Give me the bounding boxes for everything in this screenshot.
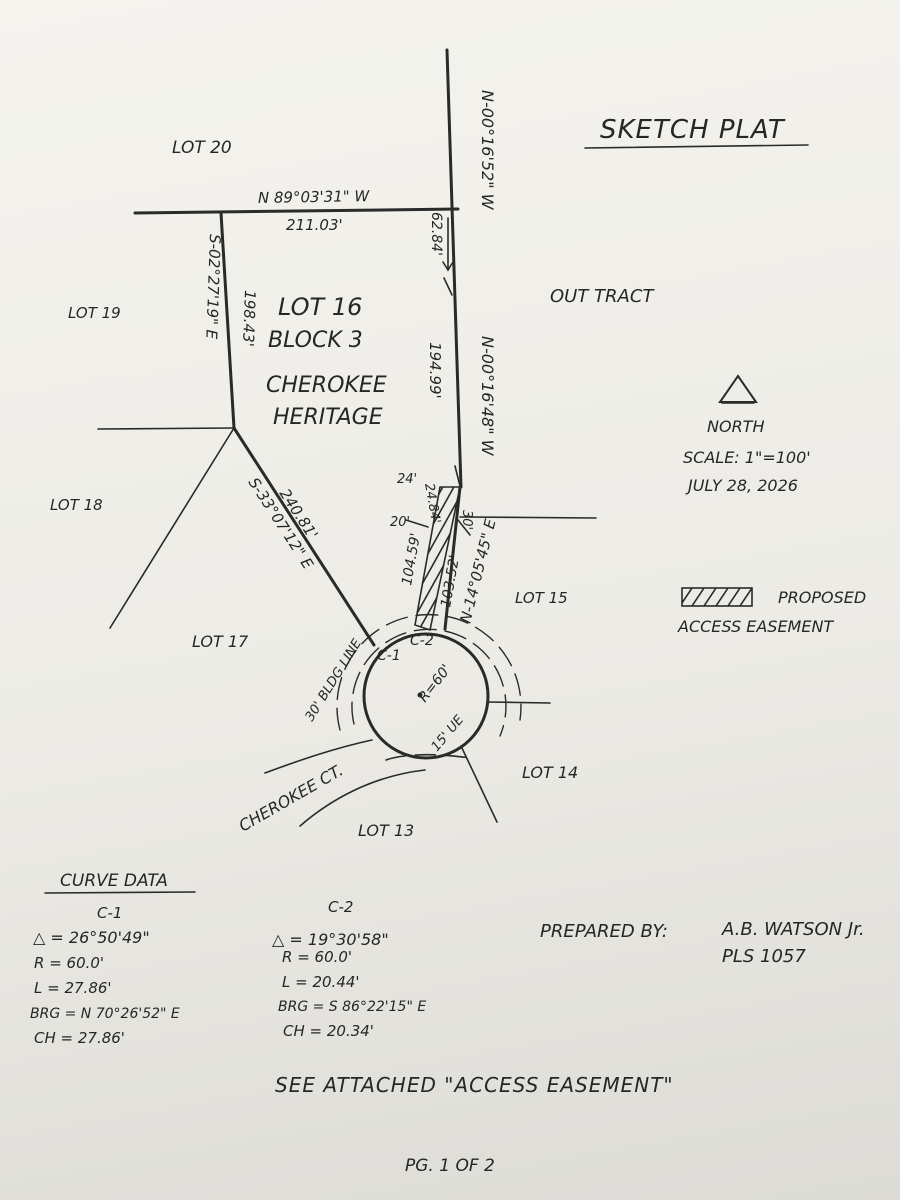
plat-title: SKETCH PLAT [600, 115, 786, 145]
lot-18-label: LOT 18 [50, 496, 103, 514]
legend-access-easement: ACCESS EASEMENT [677, 617, 834, 636]
prepared-by-label: PREPARED BY: [540, 921, 668, 942]
lot-20-label: LOT 20 [172, 138, 232, 158]
c2-length: L = 20.44' [282, 973, 360, 991]
surveyor-license: PLS 1057 [722, 946, 806, 967]
c1-delta: △ = 26°50'49" [33, 928, 150, 947]
attached-note: SEE ATTACHED "ACCESS EASEMENT" [275, 1073, 674, 1097]
c1-chord: CH = 27.86' [34, 1029, 125, 1047]
west-line-bearing: S-02°27'19" E [202, 234, 224, 340]
north-label: NORTH [707, 417, 764, 436]
dim-30: 30' [459, 510, 474, 530]
radius-label: R=60' [416, 662, 455, 706]
dimension-arrows [405, 217, 471, 536]
lot-17-label: LOT 17 [192, 632, 249, 651]
lot-14-label: LOT 14 [522, 763, 578, 782]
page-number: PG. 1 OF 2 [405, 1156, 495, 1176]
west-line-distance: 198.43' [239, 290, 259, 347]
c2-delta: △ = 19°30'58" [272, 930, 389, 949]
easement-east-distance: 103.52' [438, 554, 463, 609]
c1-length: L = 27.86' [34, 979, 112, 997]
curve-data-heading: CURVE DATA [60, 871, 168, 891]
east-line-distance: 194.99' [426, 342, 444, 399]
subject-subdivision-2: HERITAGE [273, 405, 383, 430]
curve-c2-label: C-2 [410, 633, 434, 649]
curve-data-underline [44, 891, 196, 894]
easement-east-bearing: N-14°05'45" E [456, 517, 499, 625]
lot-19-label: LOT 19 [68, 304, 121, 322]
date-label: JULY 28, 2026 [685, 476, 798, 495]
lot-16-boundary [133, 48, 463, 647]
c2-name: C-2 [328, 898, 353, 916]
c1-bearing: BRG = N 70°26'52" E [30, 1006, 180, 1022]
out-tract-label: OUT TRACT [550, 286, 655, 307]
dim-20: 20' [390, 515, 410, 530]
east-top-distance: 62.84' [428, 212, 444, 256]
curve-c1-label: C-1 [377, 648, 401, 664]
legend-hatch-swatch [681, 587, 753, 607]
surveyor-name: A.B. WATSON Jr. [721, 919, 865, 940]
c2-radius: R = 60.0' [282, 948, 352, 966]
subject-lot-number: LOT 16 [278, 293, 362, 321]
adjacent-lot-lines [97, 427, 597, 823]
easement-top-distance: 24.84' [421, 482, 443, 525]
subject-block: BLOCK 3 [268, 328, 363, 353]
c1-radius: R = 60.0' [34, 954, 104, 972]
north-arrow [718, 374, 758, 404]
street-name-label: CHEROKEE CT. [236, 761, 347, 836]
cul-de-sac [336, 613, 522, 760]
north-line-distance: 211.03' [286, 216, 343, 234]
subject-subdivision-1: CHEROKEE [266, 373, 387, 398]
lot-15-label: LOT 15 [515, 589, 568, 607]
scale-label: SCALE: 1"=100' [683, 448, 811, 467]
east-top-bearing: N-00°16'52" W [478, 90, 497, 211]
c2-chord: CH = 20.34' [283, 1022, 374, 1040]
title-underline [584, 144, 809, 149]
c2-bearing: BRG = S 86°22'15" E [278, 999, 426, 1015]
legend-proposed: PROPOSED [778, 588, 866, 607]
east-line-bearing: N-00°16'48" W [478, 336, 497, 457]
easement-west-distance: 104.59' [399, 532, 424, 587]
north-line-bearing: N 89°03'31" W [258, 187, 371, 207]
lot-13-label: LOT 13 [358, 821, 414, 840]
c1-name: C-1 [97, 904, 122, 922]
cherokee-ct-street [264, 739, 471, 827]
dim-24: 24' [397, 472, 417, 487]
